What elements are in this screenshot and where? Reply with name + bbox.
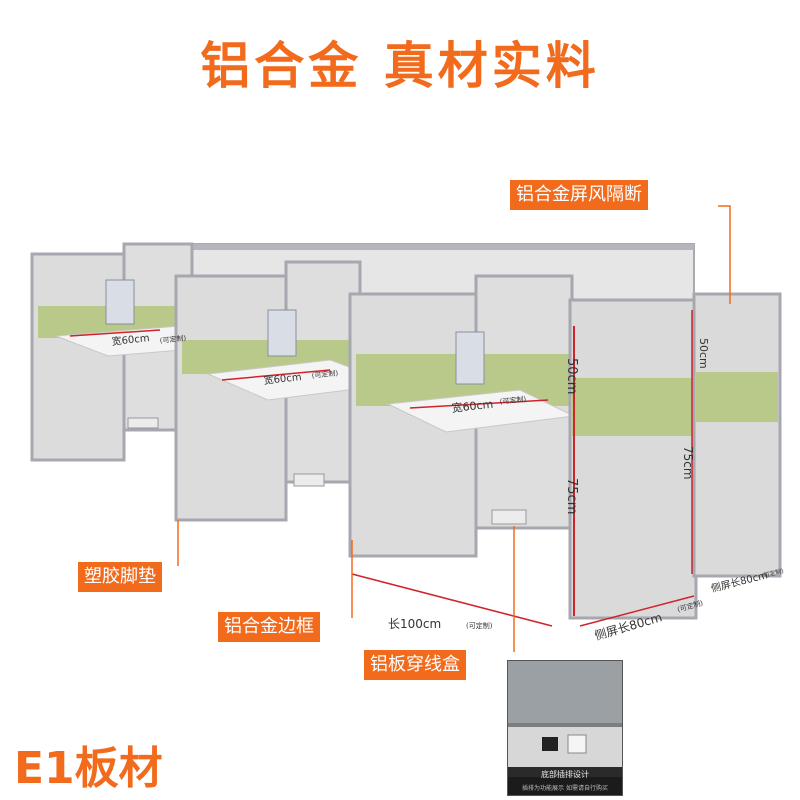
inset-caption: 底部插排设计 — [541, 770, 589, 779]
upper-height-label-right: 50cm — [697, 338, 710, 369]
side-panel-center — [568, 298, 698, 620]
upper-height-label: 50cm — [564, 358, 579, 394]
cubicle-2 — [174, 260, 397, 522]
desk-width-label-3: 宽60cm — [451, 397, 494, 415]
cubicle-3 — [348, 274, 576, 558]
material-grade-badge: E1板材 — [14, 743, 163, 794]
side-panel-right — [692, 292, 782, 578]
lower-height-label-right: 75cm — [681, 446, 695, 480]
desk-width-label-2: 宽60cm — [263, 370, 302, 387]
cubicle-1 — [30, 242, 233, 462]
desk-width-note-1: (可定制) — [159, 333, 187, 345]
desk-width-note-3: (可定制) — [499, 394, 527, 406]
callout-leaders — [177, 205, 731, 652]
callout-plastic-foot: 塑胶脚垫 — [78, 562, 162, 592]
desk-width-note-2: (可定制) — [311, 368, 339, 380]
callout-screen-partition: 铝合金屏风隔断 — [510, 180, 648, 210]
headline: 铝合金 真材实料 — [200, 37, 600, 95]
length-note: (可定制) — [466, 621, 493, 630]
desk-width-label-1: 宽60cm — [111, 331, 150, 348]
bottom-socket-inset: 底部插排设计 插排为功能展示 如需请自行购买 — [507, 660, 623, 796]
length-label: 长100cm — [388, 617, 441, 631]
callout-cable-box: 铝板穿线盒 — [364, 650, 466, 680]
dimension-lines — [69, 310, 695, 627]
callout-alloy-frame: 铝合金边框 — [218, 612, 320, 642]
inset-subcaption: 插排为功能展示 如需请自行购买 — [522, 785, 608, 792]
socket-photo — [508, 661, 622, 777]
lower-height-label: 75cm — [564, 478, 579, 514]
